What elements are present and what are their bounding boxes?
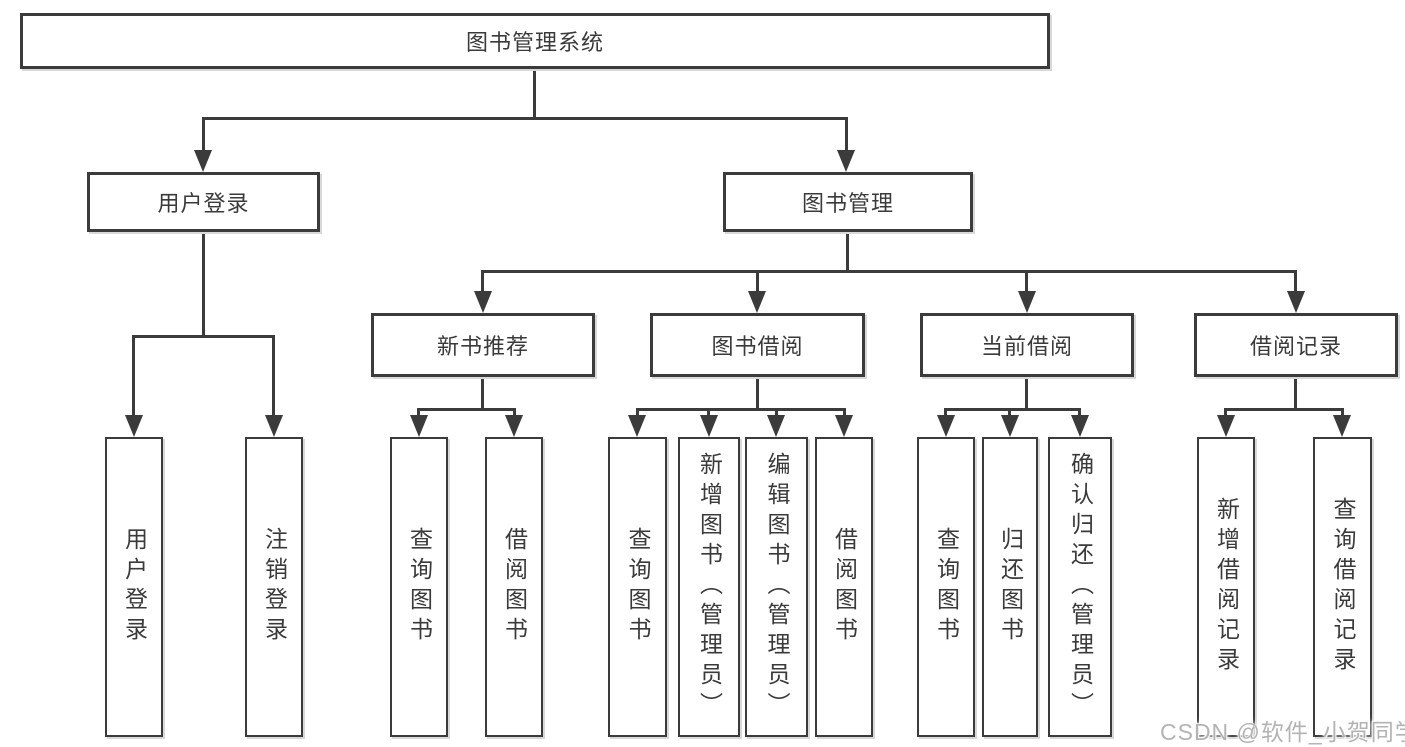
leaf-add-borrow-record: 新增借阅记录 [1197,437,1255,737]
leaf-label: 查询图书 [406,527,433,647]
connector-stem [1008,410,1011,417]
connector-stem [756,272,759,293]
connector-stem [1025,272,1028,293]
leaf-borrow-books-recommend: 借阅图书 [485,437,543,737]
leaf-query-borrow-record: 查询借阅记录 [1313,437,1372,737]
connector-stem [707,410,710,417]
connector-stem [1294,377,1297,410]
leaf-label: 查询图书 [933,527,960,647]
connector-stem [481,377,484,410]
leaf-label: 编辑图书（管理员） [764,452,790,722]
arrowhead-down-icon [700,415,718,437]
arrowhead-down-icon [410,415,428,437]
connector-level2-hline [481,270,1297,273]
connector-stem [202,232,205,338]
node-label: 借阅记录 [1249,334,1342,359]
connector-stem [132,337,135,417]
leaf-return-books: 归还图书 [982,437,1038,737]
connector-stem [636,410,639,417]
leaf-borrow-books: 借阅图书 [815,437,873,737]
connector-stem [775,410,778,417]
leaf-label: 查询借阅记录 [1330,497,1356,677]
leaf-logout: 注销登录 [245,437,303,737]
connector-level1-hline [202,117,848,120]
leaf-edit-books-admin: 编辑图书（管理员） [745,437,808,737]
arrowhead-down-icon [505,415,523,437]
leaf-label: 确认归还（管理员） [1067,452,1094,722]
connector-stem [843,410,846,417]
connector-stem [513,410,516,417]
connector-hline [636,408,846,411]
node-borrow-records: 借阅记录 [1194,313,1398,377]
leaf-label: 借阅图书 [501,527,528,647]
node-new-book-recommend: 新书推荐 [371,313,595,377]
leaf-query-books-borrow: 查询图书 [608,437,667,737]
arrowhead-down-icon [628,415,646,437]
arrowhead-down-icon [837,150,855,172]
connector-hline [417,408,516,411]
connector-hline [1224,408,1344,411]
arrowhead-down-icon [1217,415,1235,437]
arrowhead-down-icon [1287,291,1305,313]
arrowhead-down-icon [748,291,766,313]
connector-stem [1341,410,1344,417]
leaf-label: 新增图书（管理员） [696,452,723,722]
connector-stem [944,410,947,417]
leaf-query-books-recommend: 查询图书 [390,437,448,737]
arrowhead-down-icon [474,291,492,313]
csdn-watermark: CSDN @软件_小贺同学 [1160,719,1405,745]
arrowhead-down-icon [1333,415,1351,437]
node-label: 用户登录 [157,191,250,216]
leaf-label: 查询图书 [625,527,651,647]
leaf-label: 注销登录 [261,527,288,647]
arrowhead-down-icon [1018,291,1036,313]
node-label: 图书管理 [801,191,894,216]
connector-stem [846,232,849,273]
arrowhead-down-icon [835,415,853,437]
leaf-label: 借阅图书 [831,527,858,647]
connector-root-stem [533,69,536,119]
connector-stem [202,119,205,152]
arrowhead-down-icon [125,415,143,437]
connector-stem [845,119,848,152]
arrowhead-down-icon [1071,415,1089,437]
leaf-query-books-current: 查询图书 [917,437,975,737]
connector-stem [1025,377,1028,410]
connector-hline [132,335,275,338]
node-library-system: 图书管理系统 [20,13,1050,69]
connector-stem [481,272,484,293]
node-book-borrow: 图书借阅 [650,313,865,377]
arrowhead-down-icon [1001,415,1019,437]
leaf-label: 归还图书 [997,527,1024,647]
node-label: 图书借阅 [711,334,804,359]
node-current-borrow: 当前借阅 [920,313,1134,377]
connector-stem [756,377,759,410]
leaf-user-login: 用户登录 [105,437,163,737]
leaf-label: 用户登录 [121,527,148,647]
node-book-management: 图书管理 [723,172,973,232]
connector-hline [944,408,1081,411]
arrowhead-down-icon [767,415,785,437]
leaf-confirm-return-admin: 确认归还（管理员） [1048,437,1112,737]
connector-stem [1294,272,1297,293]
connector-stem [417,410,420,417]
arrowhead-down-icon [194,150,212,172]
node-user-login: 用户登录 [87,172,320,232]
leaf-label: 新增借阅记录 [1213,497,1240,677]
node-label: 当前借阅 [980,334,1073,359]
node-label: 图书管理系统 [465,30,604,55]
connector-stem [1224,410,1227,417]
node-label: 新书推荐 [436,334,529,359]
connector-stem [1078,410,1081,417]
leaf-add-books-admin: 新增图书（管理员） [678,437,740,737]
arrowhead-down-icon [265,415,283,437]
connector-stem [272,337,275,417]
arrowhead-down-icon [937,415,955,437]
